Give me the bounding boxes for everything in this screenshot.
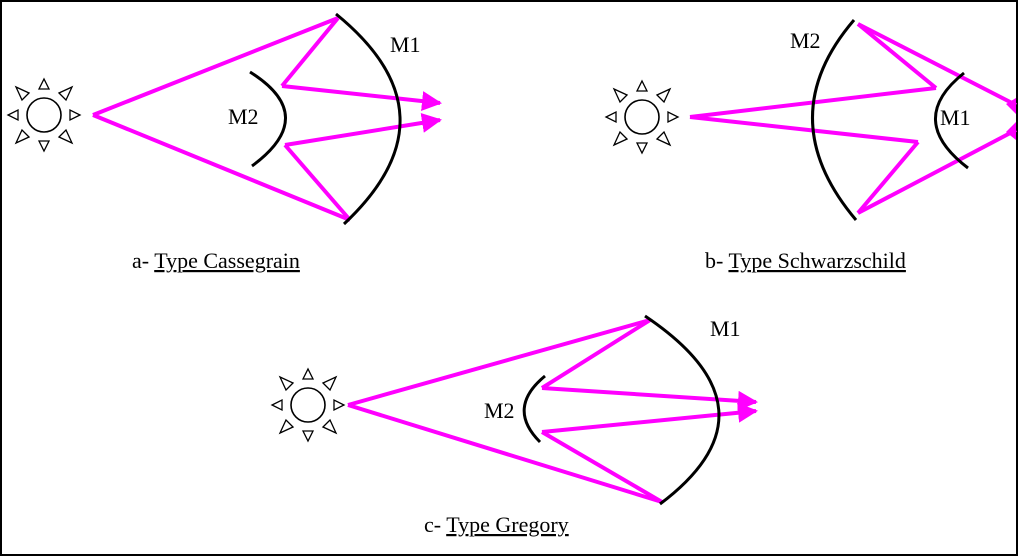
primary-mirror-m1: [644, 314, 721, 506]
primary-mirror-m1: [335, 12, 402, 226]
reflected-ray-bottom: [540, 430, 664, 504]
sun-icon: [7, 78, 81, 152]
output-ray-top: [281, 84, 442, 112]
caption: b- Type Schwarzschild: [705, 248, 906, 273]
reflected-ray-bottom: [856, 140, 920, 215]
incoming-ray-top: [347, 318, 651, 407]
sun-icon: [271, 368, 345, 442]
caption-title: Type Gregory: [446, 512, 568, 537]
output-ray-top: [541, 386, 758, 411]
primary-mirror-m1: [934, 71, 969, 170]
reflected-ray-top: [856, 22, 938, 90]
secondary-mirror-m2: [522, 374, 546, 444]
reflected-ray-bottom: [283, 143, 352, 222]
reflected-ray-top: [280, 16, 340, 88]
output-ray-top: [857, 22, 1017, 107]
caption-prefix: b-: [705, 248, 728, 273]
m2-label: M2: [484, 398, 515, 423]
reflected-ray-top: [540, 318, 652, 390]
sun-icon: [605, 80, 679, 154]
m1-label: M1: [940, 105, 971, 130]
caption-title: Type Cassegrain: [154, 248, 300, 273]
caption-prefix: a-: [132, 248, 154, 273]
incoming-ray-bottom: [689, 115, 919, 144]
secondary-mirror-m2: [811, 19, 858, 221]
caption: a- Type Cassegrain: [132, 248, 300, 273]
m2-label: M2: [228, 104, 259, 129]
cassegrain-diagram: M1 M2 a- Type Cassegrain: [7, 12, 442, 273]
caption-prefix: c-: [424, 512, 446, 537]
m1-label: M1: [390, 32, 421, 57]
schwarzschild-diagram: M2 M1 b- Type Schwarzschild: [605, 19, 1017, 273]
incoming-ray-bottom: [92, 113, 351, 222]
output-ray-bottom: [541, 402, 758, 434]
caption: c- Type Gregory: [424, 512, 569, 537]
arrowhead-top: [1006, 98, 1016, 114]
m2-label: M2: [790, 28, 821, 53]
output-ray-bottom: [857, 128, 1017, 215]
incoming-ray-bottom: [347, 403, 663, 504]
arrowhead-bottom: [1006, 122, 1016, 140]
gregory-diagram: M1 M2 c- Type Gregory: [271, 314, 758, 537]
gregory-rays: [347, 318, 758, 504]
m1-label: M1: [710, 316, 741, 341]
caption-title: Type Schwarzschild: [728, 248, 905, 273]
secondary-mirror-m2: [249, 70, 287, 168]
cassegrain-rays: [92, 16, 442, 222]
output-ray-bottom: [284, 112, 442, 147]
incoming-ray-top: [92, 16, 339, 117]
